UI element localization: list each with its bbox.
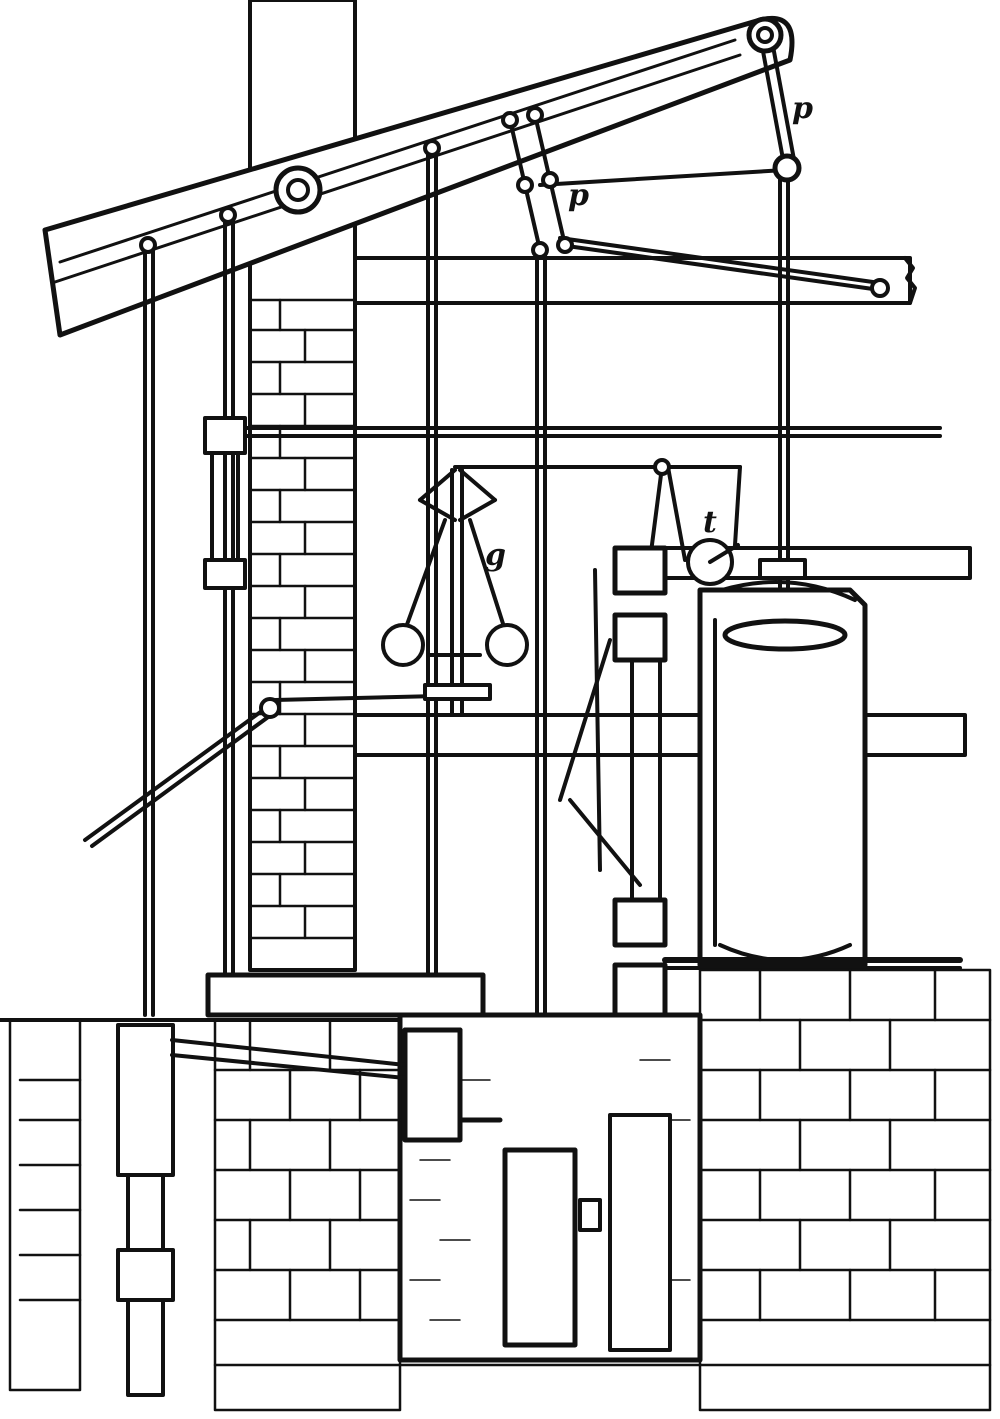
governor	[381, 465, 742, 717]
pump-rods	[139, 139, 790, 1152]
label-p-inner: p	[568, 178, 589, 213]
pump-barrel	[116, 1023, 407, 1397]
figure-labels: p p g t	[485, 91, 813, 573]
label-p-outer: p	[792, 91, 813, 126]
label-t-throttle: t	[703, 505, 717, 540]
left-pump	[83, 416, 482, 848]
masonry	[0, 968, 992, 1412]
steam-cylinder	[662, 558, 963, 970]
condenser-cistern	[205, 972, 703, 1363]
label-g-governor: g	[485, 538, 506, 573]
parallel-motion	[501, 16, 890, 298]
